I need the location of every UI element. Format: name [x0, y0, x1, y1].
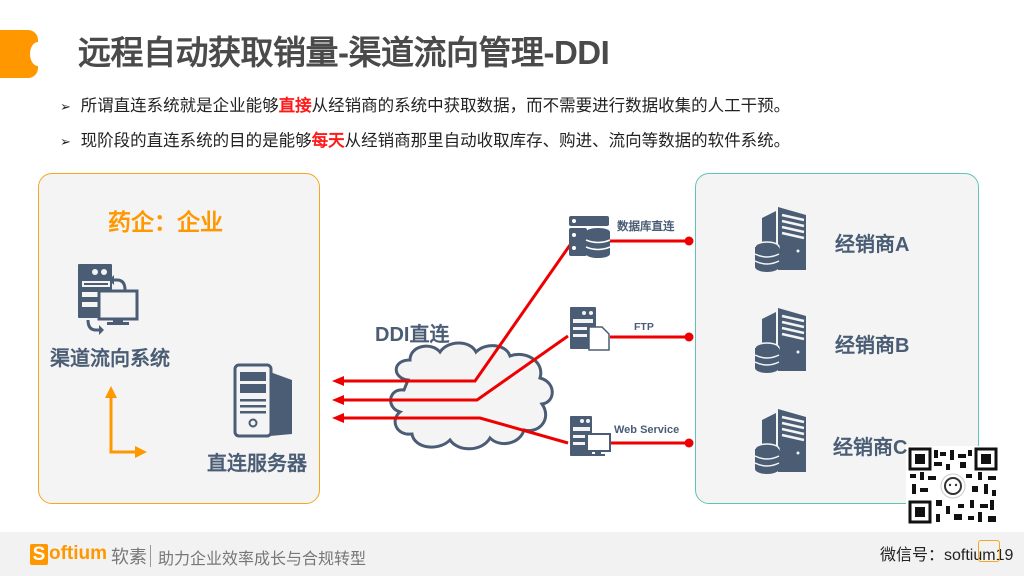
footer-slogan: 助力企业效率成长与合规转型	[158, 551, 367, 568]
qr-code-icon	[906, 446, 1000, 526]
connection-line-ftp	[342, 334, 569, 402]
bullet-text: 从经销商的系统中获取数据，而不需要进行数据收集的人工干预。	[311, 97, 791, 115]
channel-system-icon	[78, 264, 139, 335]
distributor-label-a: 经销商A	[835, 234, 910, 256]
method-label-database: 数据库直连	[617, 221, 675, 233]
connection-line-webservice	[342, 416, 569, 445]
connection-arrowheads	[332, 236, 694, 448]
database-server-icon	[569, 216, 611, 258]
bullet-highlight: 每天	[311, 132, 345, 150]
softium-logo-cn: 软素	[111, 547, 147, 567]
bullet-text: 所谓直连系统就是企业能够	[80, 97, 279, 115]
distributor-server-icon	[754, 409, 806, 474]
distributor-label-b: 经销商B	[835, 335, 910, 357]
softium-logo-text: oftium	[49, 543, 108, 564]
method-label-webservice: Web Service	[614, 424, 680, 436]
page-title: 远程自动获取销量-渠道流向管理-DDI	[78, 34, 610, 71]
bullet-text: 现阶段的直连系统的目的是能够	[80, 132, 312, 150]
direct-server-icon	[233, 363, 292, 438]
method-label-ftp: FTP	[634, 321, 654, 333]
connection-lines	[342, 239, 689, 445]
channel-system-label: 渠道流向系统	[50, 348, 170, 370]
page-number-box	[978, 540, 1000, 562]
enterprise-panel	[38, 173, 320, 504]
direct-server-label: 直连服务器	[207, 453, 307, 475]
softium-logo-mark: S	[30, 544, 48, 565]
ftp-server-icon	[570, 307, 610, 351]
bullet-text: 从经销商那里自动收取库存、购进、流向等数据的软件系统。	[344, 132, 791, 150]
distributor-label-c: 经销商C	[833, 437, 908, 459]
distributor-server-icon	[754, 308, 806, 373]
footer-divider	[150, 545, 151, 567]
bullet-arrow-icon: ➢	[60, 99, 71, 114]
ddi-label: DDI直连	[375, 324, 450, 346]
orange-flow-arrow	[105, 386, 147, 458]
enterprise-heading: 药企：企业	[108, 209, 223, 235]
bullet-item: ➢ 现阶段的直连系统的目的是能够每天从经销商那里自动收取库存、购进、流向等数据的…	[60, 127, 790, 151]
web-service-server-icon	[570, 416, 611, 456]
connection-line-database	[342, 244, 572, 383]
title-accent-tab	[0, 30, 46, 78]
bullet-highlight: 直接	[278, 97, 312, 115]
bullet-item: ➢ 所谓直连系统就是企业能够直接从经销商的系统中获取数据，而不需要进行数据收集的…	[60, 92, 790, 116]
distributor-server-icon	[754, 207, 806, 272]
footer-bar	[0, 532, 1024, 576]
cloud-icon	[389, 341, 554, 451]
bullet-arrow-icon: ➢	[60, 134, 71, 149]
